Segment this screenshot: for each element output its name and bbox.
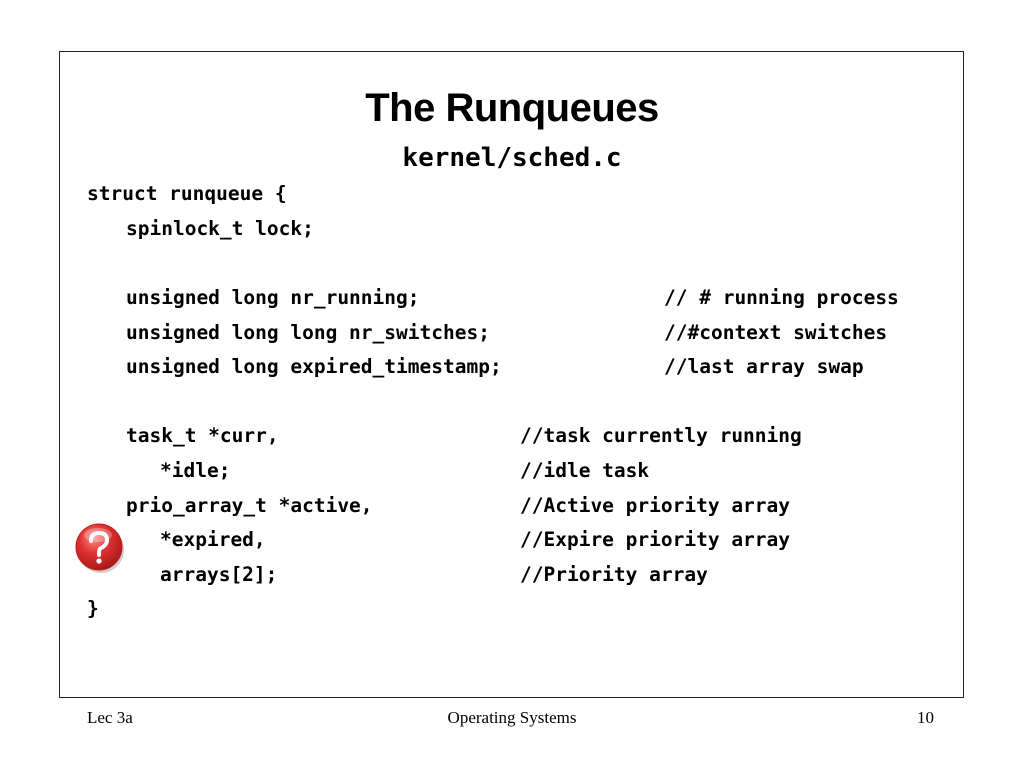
footer-course: Operating Systems [447,708,577,727]
code-expired-timestamp-comment: //last array swap [664,355,864,378]
code-arrays-comment: //Priority array [520,563,708,586]
code-spinlock: spinlock_t lock; [126,217,314,240]
code-expired: *expired, [160,528,266,551]
code-idle-comment: //idle task [520,459,650,482]
code-active-comment: //Active priority array [520,494,791,517]
code-idle: *idle; [160,459,231,482]
slide-frame [59,51,964,698]
code-nr-running-comment: // # running process [664,286,899,309]
code-expired-timestamp: unsigned long expired_timestamp; [126,355,502,378]
question-mark-icon [75,523,124,573]
slide-title: The Runqueues [365,86,659,130]
code-curr-comment: //task currently running [520,424,802,447]
code-struct-close: } [87,597,99,620]
code-active: prio_array_t *active, [126,494,373,517]
code-curr: task_t *curr, [126,424,279,447]
help-button[interactable] [74,522,126,574]
footer-page-number: 10 [917,708,934,727]
footer-lecture: Lec 3a [87,708,133,727]
code-arrays: arrays[2]; [160,563,278,586]
code-nr-running: unsigned long nr_running; [126,286,420,309]
slide-subtitle: kernel/sched.c [402,143,622,173]
code-struct-open: struct runqueue { [87,182,287,205]
code-nr-switches: unsigned long long nr_switches; [126,321,490,344]
code-nr-switches-comment: //#context switches [664,321,888,344]
code-expired-comment: //Expire priority array [520,528,791,551]
